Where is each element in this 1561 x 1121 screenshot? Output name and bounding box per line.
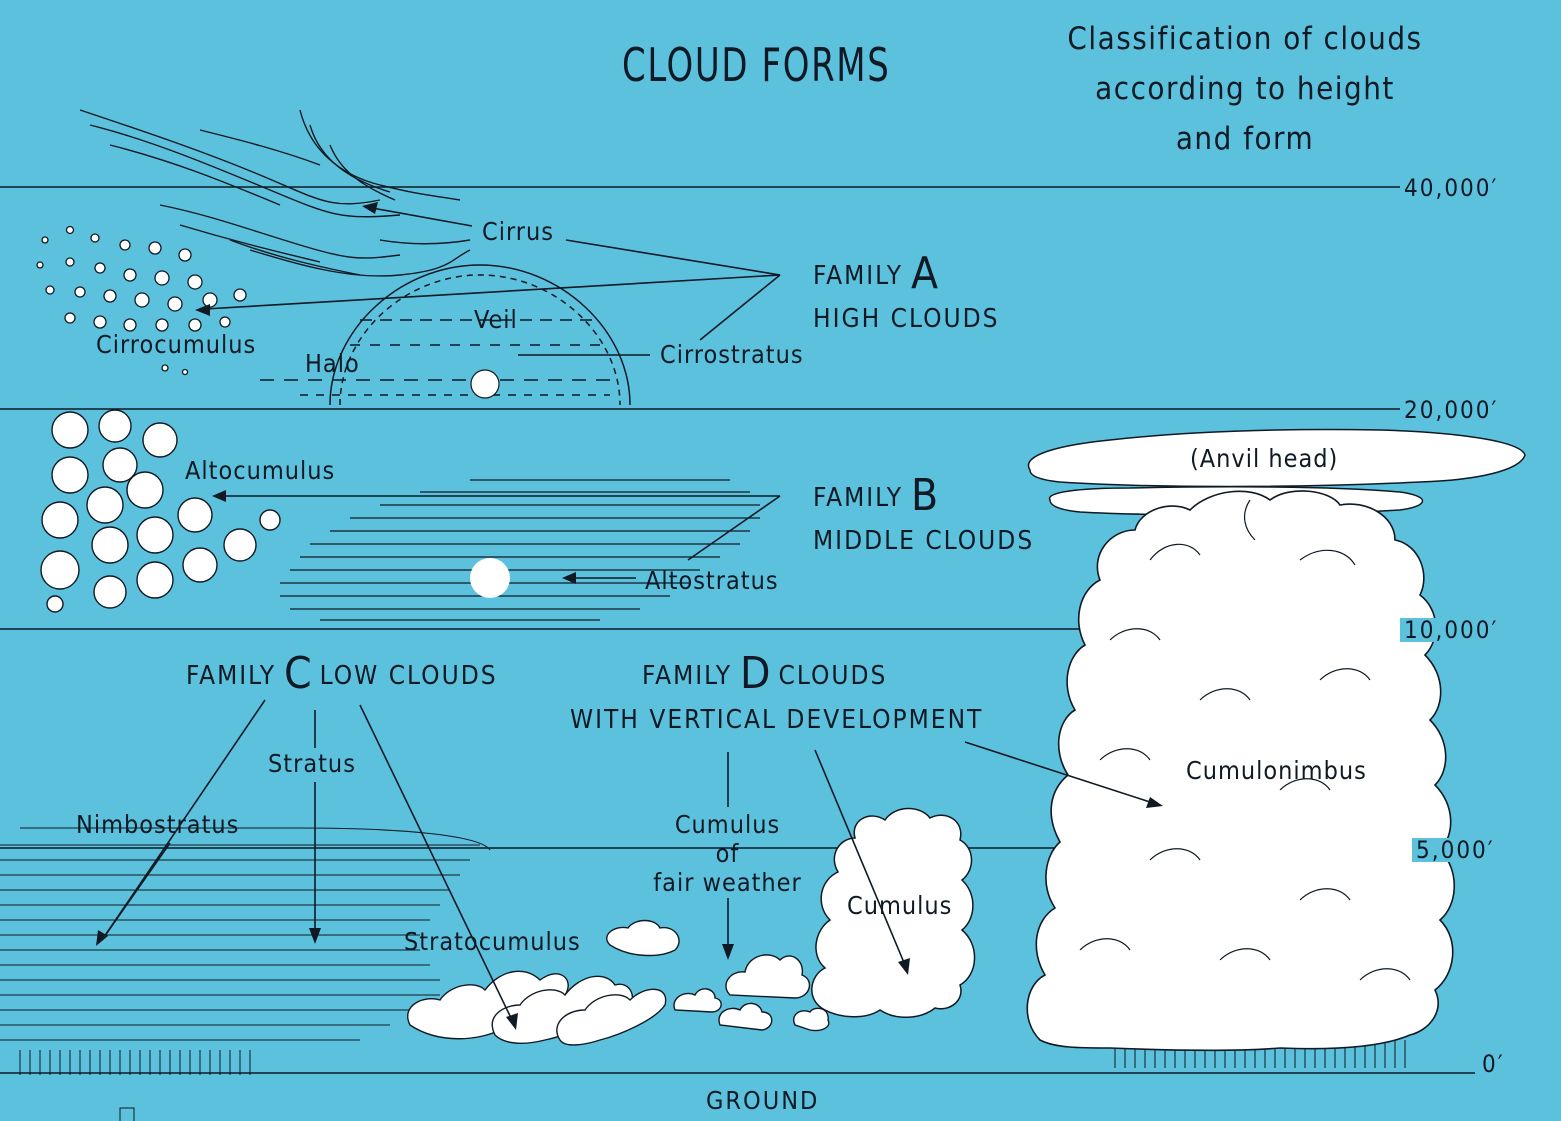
altitude-label-5000: 5,000′ [1412,838,1499,862]
label-halo: Halo [305,349,360,378]
family-d-subheading: WITH VERTICAL DEVELOPMENT [570,705,984,735]
subtitle-line-3: and form [1175,121,1315,157]
sun-halo [470,369,500,399]
sun-altostratus [470,558,510,598]
label-cumulus: Cumulus [847,891,953,920]
altitude-label-40000: 40,000′ [1400,176,1503,200]
family-a-name: HIGH CLOUDS [813,304,1000,334]
subtitle-line-1: Classification of clouds [1067,21,1423,57]
family-b-name: MIDDLE CLOUDS [813,526,1035,556]
subtitle-line-2: according to height [1095,71,1395,107]
altostratus-layer [280,479,760,621]
page-title: CLOUD FORMS [622,38,891,92]
label-altostratus: Altostratus [645,566,779,595]
label-anvil-head: (Anvil head) [1190,444,1339,473]
family-b-letter: B [911,470,939,521]
label-stratus: Stratus [268,749,356,778]
label-cumulonimbus: Cumulonimbus [1186,756,1367,785]
cumulus-fair-line-2: of [715,839,740,868]
corner-mark [119,1107,135,1121]
ground-label: GROUND [706,1086,820,1115]
cumulus-fair-line-3: fair weather [653,868,802,897]
cumulus-fair-line-1: Cumulus [674,810,781,839]
family-c-word: FAMILY [186,661,276,691]
cumulus-tower [811,807,976,1018]
rain-streaks [19,1040,1406,1075]
label-cirrostratus: Cirrostratus [660,340,804,369]
leader-lines [101,207,1154,1021]
family-b-word: FAMILY [813,483,903,513]
arrow-heads [96,202,1163,1030]
halo-arc [260,264,631,406]
cirrocumulus-flecks [36,225,247,376]
family-d-name: CLOUDS [778,661,888,691]
stratocumulus-rolls [407,919,680,1046]
label-cumulus-fair-weather: Cumulus of fair weather [645,810,810,897]
cirrus-wisps [79,109,471,277]
family-d-word: FAMILY [642,661,732,691]
label-cirrocumulus: Cirrocumulus [96,330,257,359]
fair-weather-cumulus [673,954,830,1032]
family-a-letter: A [911,248,939,299]
family-d-letter: D [740,648,771,699]
family-a-word: FAMILY [813,261,903,291]
altitude-label-10000: 10,000′ [1400,618,1503,642]
altitude-label-20000: 20,000′ [1400,398,1503,422]
subtitle: Classification of clouds according to he… [1040,14,1450,164]
altitude-label-0: 0′ [1478,1052,1509,1076]
label-veil: Veil [474,305,518,334]
family-c-letter: C [284,648,312,699]
family-c-name: LOW CLOUDS [319,661,498,691]
stratus-sheet [0,827,491,1041]
cumulonimbus-cloud [1026,428,1526,1052]
label-stratocumulus: Stratocumulus [404,927,581,956]
label-cirrus: Cirrus [482,217,554,246]
label-altocumulus: Altocumulus [185,456,336,485]
altocumulus-puffs [40,409,281,613]
label-nimbostratus: Nimbostratus [76,810,240,839]
